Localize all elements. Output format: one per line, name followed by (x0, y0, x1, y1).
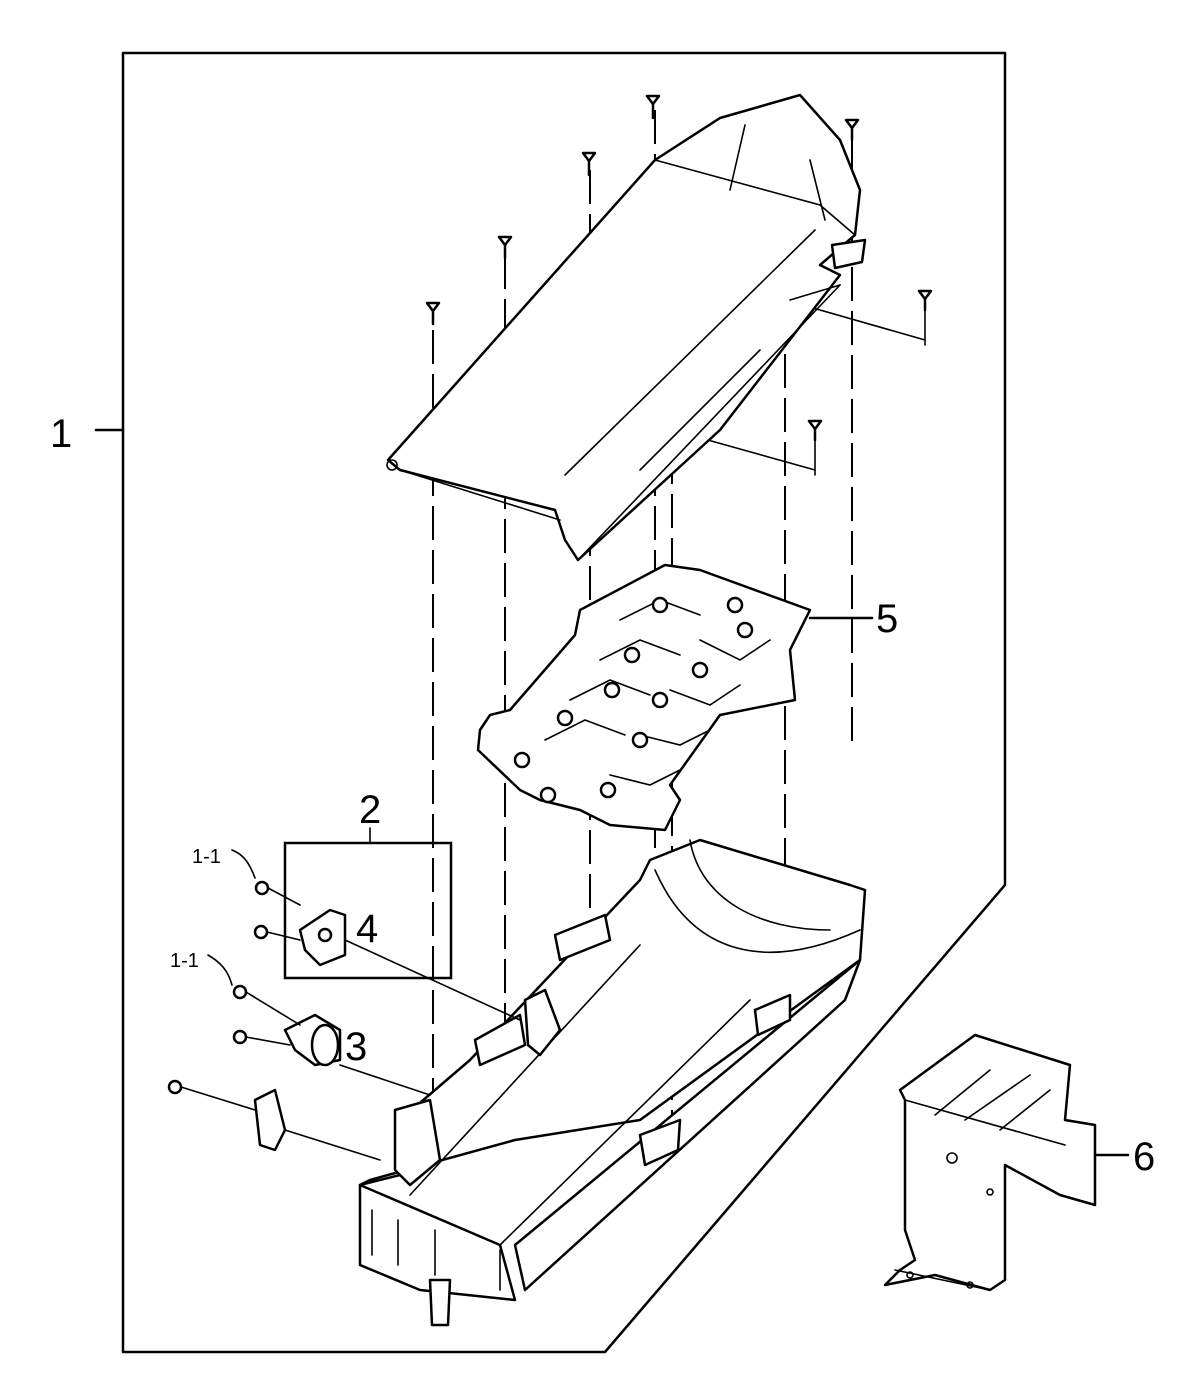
terminal-icons (513, 596, 754, 804)
assembly-boundary (121, 51, 1007, 1354)
kit-box (283, 841, 453, 980)
callout-label-5: 5 (876, 597, 898, 641)
screw-icon (844, 118, 860, 142)
callout-label-1-1-upper: 1-1 (192, 846, 221, 868)
callout-label-1-1-lower: 1-1 (170, 950, 199, 972)
heater-housing-cover (386, 93, 867, 562)
screw-icon (425, 301, 441, 326)
callout-label-4: 4 (356, 907, 378, 951)
callout-label-3: 3 (345, 1025, 367, 1069)
callout-leader-1-1-lower (207, 954, 233, 986)
screw-icon (581, 151, 597, 177)
callout-label-2: 2 (359, 788, 381, 832)
thermal-fuse-part (232, 984, 431, 1096)
screw-icon (807, 419, 823, 442)
callout-label-1: 1 (50, 412, 72, 456)
sensor-clip-part (167, 1079, 381, 1161)
heater-duct-trough (358, 838, 867, 1327)
screw-icon (497, 235, 513, 260)
screw-icon (254, 880, 301, 906)
screw-icon (167, 1079, 256, 1111)
callout-label-6: 6 (1133, 1135, 1155, 1179)
screw-icon (645, 94, 661, 120)
heater-element-plate (476, 563, 812, 832)
screw-icon (232, 984, 301, 1026)
thermostat-part (253, 880, 521, 1021)
screw-icon (917, 289, 933, 312)
top-screws (425, 94, 933, 442)
mounting-bracket (883, 1033, 1097, 1292)
screw-icon (232, 1029, 291, 1046)
callout-leader-1-1-upper (231, 849, 256, 879)
screw-icon (253, 924, 301, 941)
